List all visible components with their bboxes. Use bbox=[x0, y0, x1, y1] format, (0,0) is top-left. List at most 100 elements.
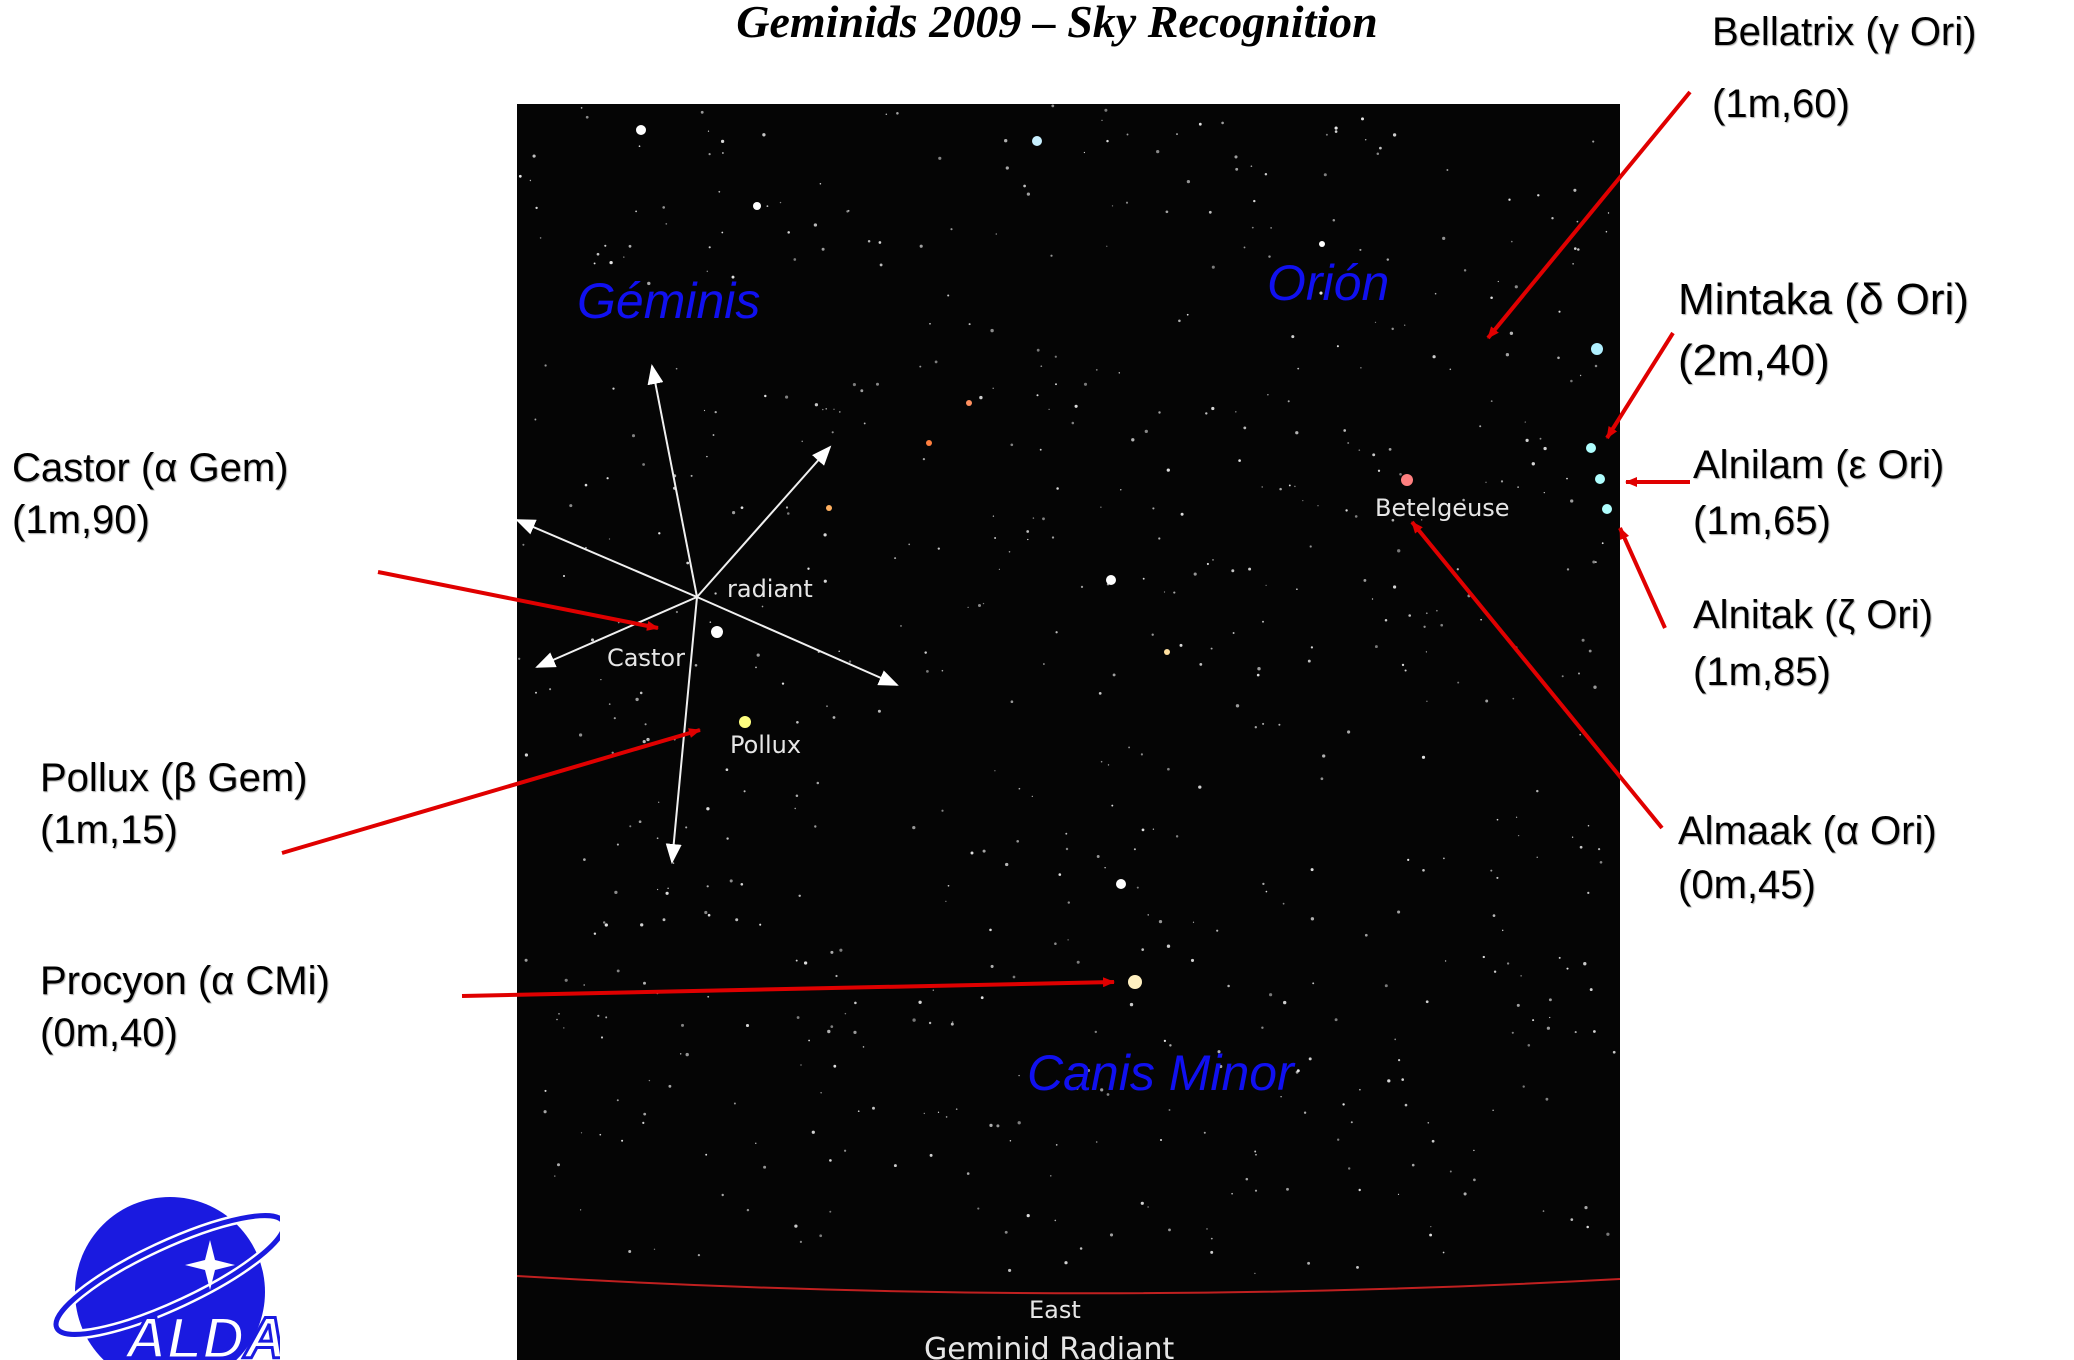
background-star bbox=[539, 237, 542, 239]
background-star bbox=[1095, 369, 1098, 371]
background-star bbox=[1473, 1149, 1475, 1152]
background-star bbox=[579, 1209, 582, 1211]
background-star bbox=[823, 533, 827, 537]
background-star bbox=[563, 1027, 565, 1029]
background-star bbox=[1440, 623, 1444, 627]
background-star bbox=[761, 605, 764, 608]
background-star bbox=[518, 174, 522, 178]
background-star bbox=[1262, 722, 1265, 725]
background-star bbox=[1546, 1026, 1551, 1030]
background-star bbox=[830, 1025, 834, 1028]
background-star bbox=[1449, 368, 1452, 371]
background-star bbox=[662, 206, 666, 209]
background-star bbox=[604, 244, 607, 247]
background-star bbox=[1589, 988, 1593, 992]
background-star bbox=[707, 913, 711, 917]
background-star bbox=[675, 610, 679, 614]
background-star bbox=[1054, 355, 1057, 358]
background-star bbox=[1393, 585, 1397, 589]
background-star bbox=[978, 604, 981, 607]
background-star bbox=[642, 740, 646, 744]
background-star bbox=[1427, 1121, 1430, 1124]
background-star bbox=[1280, 1095, 1282, 1098]
background-star bbox=[1165, 210, 1169, 214]
background-star bbox=[1566, 477, 1568, 480]
background-star bbox=[1558, 956, 1561, 959]
background-star bbox=[1548, 998, 1552, 1002]
background-star bbox=[746, 1208, 750, 1212]
background-star bbox=[524, 753, 528, 757]
background-star bbox=[653, 1248, 656, 1250]
background-star bbox=[879, 263, 883, 267]
betelgeuse-label: Betelgeuse bbox=[1375, 494, 1510, 522]
bellatrix-arrow bbox=[1486, 90, 1692, 340]
bright-star bbox=[1106, 575, 1116, 585]
bright-star bbox=[826, 505, 832, 511]
background-star bbox=[794, 807, 796, 810]
background-star bbox=[762, 133, 766, 137]
background-star bbox=[1572, 263, 1574, 265]
background-star bbox=[784, 586, 788, 590]
background-star bbox=[1151, 633, 1154, 636]
background-star bbox=[1576, 220, 1579, 223]
background-star bbox=[1570, 379, 1573, 383]
background-star bbox=[1436, 609, 1438, 612]
background-star bbox=[1167, 767, 1170, 771]
background-star bbox=[606, 477, 609, 480]
background-star bbox=[662, 918, 666, 922]
star-field bbox=[518, 104, 1616, 1275]
background-star bbox=[1443, 857, 1445, 860]
bright-star bbox=[711, 626, 723, 638]
background-star bbox=[623, 256, 625, 258]
background-star bbox=[681, 1023, 684, 1027]
background-star bbox=[1094, 1030, 1098, 1034]
background-star bbox=[1158, 411, 1161, 414]
background-star bbox=[1198, 122, 1202, 126]
background-star bbox=[602, 921, 606, 924]
background-star bbox=[1302, 500, 1304, 502]
background-star bbox=[1065, 847, 1069, 851]
background-star bbox=[1067, 901, 1070, 904]
background-star bbox=[1004, 139, 1008, 143]
background-star bbox=[816, 781, 820, 785]
background-star bbox=[819, 182, 822, 185]
background-star bbox=[740, 506, 744, 510]
background-star bbox=[1026, 192, 1031, 196]
bright-star bbox=[1586, 443, 1596, 453]
background-star bbox=[635, 210, 637, 213]
background-star bbox=[638, 653, 642, 656]
background-star bbox=[658, 801, 660, 803]
background-star bbox=[867, 240, 871, 243]
background-star bbox=[1434, 292, 1437, 295]
background-star bbox=[1505, 353, 1510, 357]
background-star bbox=[1234, 155, 1238, 159]
background-star bbox=[580, 1132, 583, 1134]
background-star bbox=[1566, 568, 1570, 571]
background-star bbox=[1536, 856, 1538, 858]
constellation-geminis: Géminis bbox=[577, 273, 761, 329]
background-star bbox=[1211, 265, 1215, 269]
background-star bbox=[950, 1022, 954, 1026]
background-star bbox=[1358, 449, 1361, 451]
background-star bbox=[1337, 1138, 1340, 1141]
background-star bbox=[1425, 651, 1428, 653]
constellation-orion: Orión bbox=[1267, 255, 1390, 311]
background-star bbox=[844, 1012, 847, 1015]
background-star bbox=[1206, 562, 1209, 566]
alnilam-magnitude: (1m,65) bbox=[1693, 499, 1831, 543]
background-star bbox=[1005, 862, 1009, 867]
background-star bbox=[1509, 331, 1514, 335]
background-star bbox=[945, 1116, 948, 1118]
background-star bbox=[1168, 1109, 1171, 1111]
background-star bbox=[1176, 133, 1178, 136]
background-star bbox=[1605, 230, 1608, 233]
background-star bbox=[1319, 291, 1323, 295]
background-star bbox=[597, 1014, 600, 1017]
background-star bbox=[735, 918, 739, 922]
background-star bbox=[1074, 404, 1078, 408]
background-star bbox=[1592, 140, 1595, 143]
background-star bbox=[1100, 760, 1103, 763]
background-star bbox=[1193, 572, 1197, 576]
background-star bbox=[1173, 591, 1176, 594]
background-star bbox=[799, 1240, 803, 1244]
